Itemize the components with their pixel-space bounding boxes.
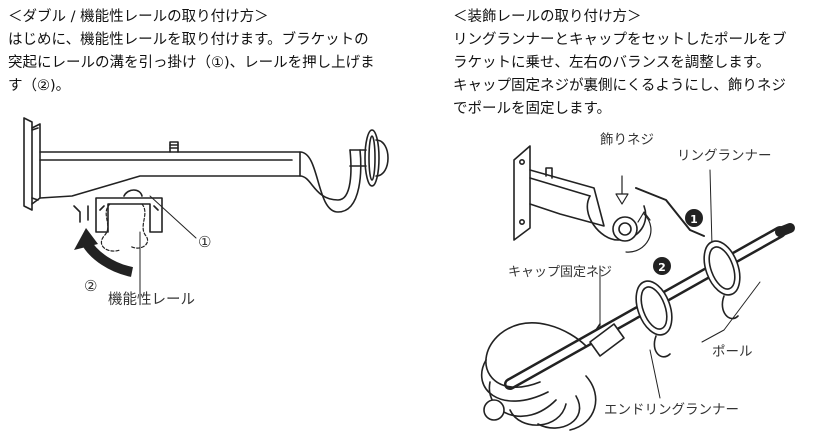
functional-rail-heading: ＜ダブル / 機能性レールの取り付け方＞	[8, 9, 269, 25]
cap-screw-label: キャップ固定ネジ	[508, 265, 612, 280]
instruction-line-2: ラケットに乗せ、左右のバランスを調整します。	[453, 55, 771, 71]
instruction-line-4: でポールを固定します。	[453, 101, 612, 117]
functional-rail-instructions: ＜ダブル / 機能性レールの取り付け方＞ はじめに、機能性レールを取り付けます。…	[8, 6, 408, 98]
instruction-line-1: リングランナーとキャップをセットしたポールをブ	[453, 32, 787, 48]
decorative-screw-label: 飾りネジ	[600, 132, 654, 148]
instruction-line-3: す（②)。	[8, 78, 71, 94]
instruction-line-2: 突起にレールの溝を引っ掛け（①)、レールを押し上げま	[8, 55, 375, 71]
decorative-rail-instructions: ＜装飾レールの取り付け方＞ リングランナーとキャップをセットしたポールをブ ラケ…	[453, 6, 833, 121]
end-ring-runner-label: エンドリングランナー	[604, 402, 739, 418]
bracket-rail-illustration	[23, 117, 389, 297]
svg-text:2: 2	[658, 261, 666, 274]
marker-2: ②	[84, 277, 97, 295]
marker-1: ①	[198, 233, 211, 251]
functional-rail-label: 機能性レール	[108, 291, 195, 308]
pole-label: ポール	[712, 344, 753, 360]
decorative-pole-illustration	[480, 145, 795, 431]
decorative-rail-heading: ＜装飾レールの取り付け方＞	[453, 9, 642, 25]
svg-text:1: 1	[690, 213, 698, 226]
instruction-line-3: キャップ固定ネジが裏側にくるようにし、飾りネジ	[453, 78, 786, 94]
ring-runner-label: リングランナー	[677, 148, 772, 164]
instruction-line-1: はじめに、機能性レールを取り付けます。ブラケットの	[8, 32, 369, 48]
